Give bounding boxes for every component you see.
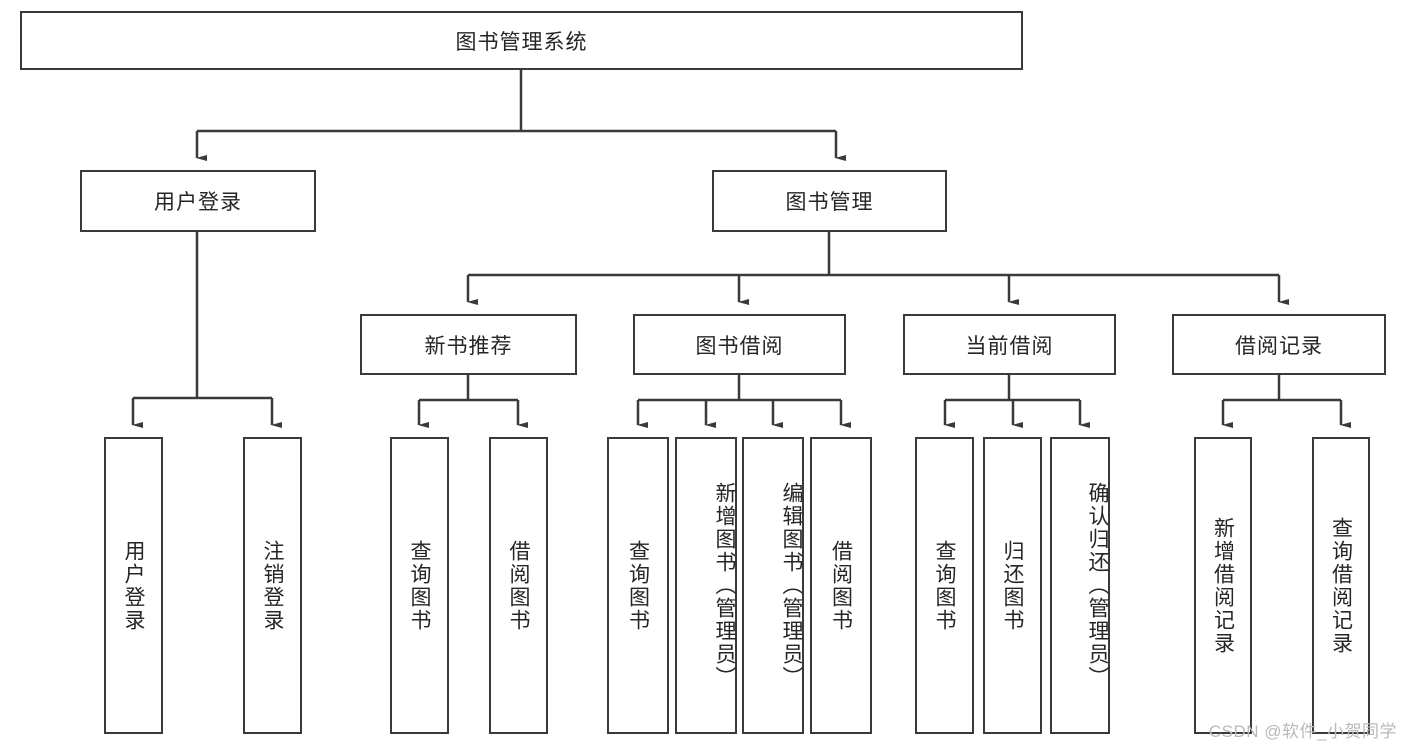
leaf-return-books-label: 归还图书 (1001, 539, 1024, 632)
leaf-confirm-return-admin-label: 确认归还（管理员） (1086, 482, 1109, 689)
node-book-management[interactable]: 图书管理 (712, 170, 947, 232)
leaf-borrow-books-recommend[interactable]: 借阅图书 (489, 437, 548, 734)
leaf-query-books-borrow[interactable]: 查询图书 (607, 437, 669, 734)
csdn-watermark: CSDN @软件_小贺同学 (1208, 722, 1397, 741)
leaf-logout-label: 注销登录 (261, 539, 284, 632)
leaf-query-borrow-record-label: 查询借阅记录 (1329, 516, 1353, 655)
node-current-borrow[interactable]: 当前借阅 (903, 314, 1116, 375)
leaf-edit-book-admin[interactable]: 编辑图书（管理员） (742, 437, 804, 734)
leaf-query-books-current[interactable]: 查询图书 (915, 437, 974, 734)
leaf-borrow-books-borrow[interactable]: 借阅图书 (810, 437, 872, 734)
node-borrow-records-label: 借阅记录 (1235, 334, 1323, 358)
node-borrow-records[interactable]: 借阅记录 (1172, 314, 1386, 375)
leaf-query-borrow-record[interactable]: 查询借阅记录 (1312, 437, 1370, 734)
leaf-logout[interactable]: 注销登录 (243, 437, 302, 734)
node-user-login[interactable]: 用户登录 (80, 170, 316, 232)
leaf-add-book-admin-label: 新增图书（管理员） (713, 482, 736, 689)
node-new-book-recommend[interactable]: 新书推荐 (360, 314, 577, 375)
leaf-return-books[interactable]: 归还图书 (983, 437, 1042, 734)
leaf-query-books-recommend-label: 查询图书 (408, 539, 431, 632)
node-book-borrow-label: 图书借阅 (695, 334, 784, 358)
leaf-add-borrow-record[interactable]: 新增借阅记录 (1194, 437, 1252, 734)
node-new-book-recommend-label: 新书推荐 (424, 334, 513, 358)
node-book-borrow[interactable]: 图书借阅 (633, 314, 846, 375)
leaf-add-borrow-record-label: 新增借阅记录 (1211, 516, 1235, 655)
leaf-borrow-books-borrow-label: 借阅图书 (829, 539, 853, 632)
leaf-user-login[interactable]: 用户登录 (104, 437, 163, 734)
leaf-confirm-return-admin[interactable]: 确认归还（管理员） (1050, 437, 1110, 734)
node-current-borrow-label: 当前借阅 (965, 334, 1054, 358)
leaf-edit-book-admin-label: 编辑图书（管理员） (780, 482, 803, 689)
node-root[interactable]: 图书管理系统 (20, 11, 1023, 70)
node-user-login-label: 用户登录 (154, 191, 242, 214)
node-root-label: 图书管理系统 (455, 30, 588, 54)
node-book-management-label: 图书管理 (785, 191, 874, 214)
leaf-query-books-current-label: 查询图书 (933, 539, 956, 632)
leaf-add-book-admin[interactable]: 新增图书（管理员） (675, 437, 737, 734)
leaf-query-books-recommend[interactable]: 查询图书 (390, 437, 449, 734)
leaf-query-books-borrow-label: 查询图书 (626, 539, 650, 632)
leaf-user-login-label: 用户登录 (122, 539, 145, 632)
leaf-borrow-books-recommend-label: 借阅图书 (507, 539, 530, 632)
